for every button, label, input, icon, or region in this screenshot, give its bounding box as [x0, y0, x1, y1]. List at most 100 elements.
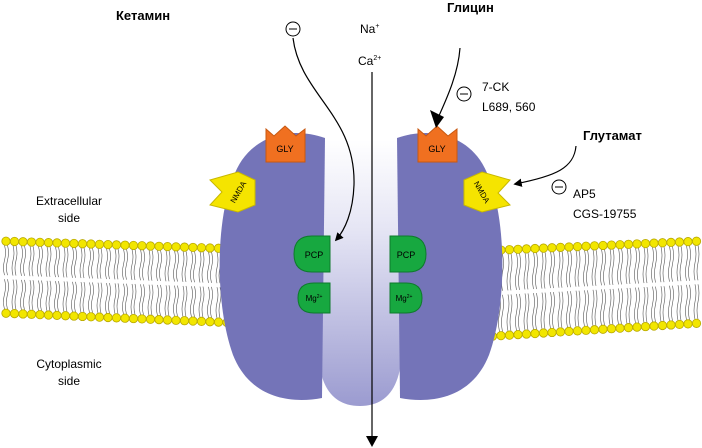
lipid-head [683, 237, 693, 247]
lipid-tail [156, 284, 159, 316]
lipid-head [496, 331, 506, 341]
extracellular-line1: Extracellular [35, 194, 103, 208]
lipid-head [1, 308, 11, 318]
lipid-tail [105, 282, 108, 314]
lipid-tail [193, 286, 196, 318]
lipid-head [26, 309, 37, 319]
lipid-head [35, 237, 45, 247]
cytoplasmic-line2: side [57, 374, 80, 388]
lipid-tail [147, 249, 151, 281]
lipid-tail [130, 249, 134, 281]
lipid-tail [671, 246, 674, 282]
lipid-tail [654, 247, 657, 283]
lipid-tail [506, 294, 510, 332]
lipid-head [26, 237, 37, 247]
lipid-head [179, 242, 190, 252]
lipid-tail [88, 282, 91, 313]
lipid-head [606, 240, 617, 250]
pcp-site-label: PCP [397, 250, 416, 260]
lipid-tail [173, 285, 176, 317]
lipid-head [521, 329, 532, 339]
lipid-tail [557, 251, 561, 288]
lipid-tail [57, 246, 60, 278]
lipid-tail [71, 281, 74, 313]
na-symbol: Na [360, 22, 376, 36]
lipid-head [196, 316, 207, 326]
lipid-tail [523, 252, 527, 290]
glycine-inhibition-icon [456, 86, 472, 102]
lipid-head [521, 244, 532, 254]
lipid-tail [659, 286, 663, 322]
lipid-head [504, 330, 515, 340]
lipid-tail [574, 250, 578, 287]
lipid-head [649, 321, 659, 331]
lipid-tail [685, 284, 688, 320]
lipid-head [538, 328, 549, 338]
lipid-head [513, 244, 523, 254]
lipid-tail [173, 250, 176, 282]
lipid-tail [645, 247, 649, 284]
glutamate-inhibition-icon [551, 179, 567, 195]
lipid-tail [207, 286, 210, 318]
lipid-head [171, 315, 181, 325]
lipid-tail [600, 249, 603, 286]
lipid-tail [96, 248, 100, 279]
lipid-tail [40, 280, 43, 311]
lipid-tail [210, 286, 213, 318]
lipid-tail [156, 250, 159, 282]
lipid-head [196, 243, 207, 253]
lipid-head [589, 325, 600, 335]
nmda-binding-site-left: NMDA [209, 171, 256, 213]
lipid-tail [540, 292, 544, 330]
lipid-tail [506, 253, 510, 291]
lipid-head [171, 242, 181, 252]
lipid-head [581, 241, 591, 251]
lipid-head [145, 314, 156, 324]
lipid-tail [659, 246, 663, 283]
glycine-binding-site-right: GLY [417, 125, 458, 163]
lipid-tail [515, 253, 518, 291]
lipid-head [615, 323, 625, 333]
lipid-head [154, 241, 164, 251]
lipid-tail [48, 280, 52, 312]
lipid-tail [532, 252, 535, 290]
lipid-tail [88, 247, 91, 279]
lipid-tail [6, 279, 9, 310]
lipid-tail [82, 247, 86, 279]
lipid-tail [108, 248, 111, 280]
lipid-tail [159, 250, 162, 282]
lipid-tail [526, 252, 530, 290]
lipid-head [120, 313, 130, 323]
lipid-head [35, 310, 45, 320]
lipid-tail [523, 293, 527, 331]
lipid-tail [693, 284, 697, 320]
lipid-tail [184, 285, 188, 317]
lipid-head [120, 240, 130, 250]
lipid-head [103, 312, 113, 323]
lipid-tail [215, 252, 219, 284]
lipid-tail [574, 290, 578, 327]
lipid-head [632, 239, 642, 249]
svg-text:Mg2+: Mg2+ [306, 294, 323, 303]
lipid-tail [113, 248, 117, 280]
lipid-tail [54, 246, 57, 278]
lipid-tail [14, 279, 18, 310]
lipid-tail [540, 252, 544, 289]
lipid-tail [583, 290, 586, 327]
lipid-tail [628, 287, 632, 324]
lipid-tail [552, 292, 555, 329]
inhibitor-7ck: 7-CK [482, 80, 510, 94]
lipid-head [128, 240, 139, 251]
ion-flow-arrowhead [366, 436, 378, 447]
lipid-tail [543, 292, 547, 330]
lipid-tail [685, 245, 688, 281]
lipid-tail [23, 279, 26, 311]
lipid-tail [207, 251, 210, 283]
lipid-head [674, 319, 685, 330]
lipid-head [598, 240, 608, 251]
lipid-tail [167, 250, 171, 282]
lipid-tail [501, 294, 504, 332]
lipid-head [581, 325, 591, 335]
lipid-head [145, 241, 156, 251]
lipid-tail [65, 247, 69, 278]
